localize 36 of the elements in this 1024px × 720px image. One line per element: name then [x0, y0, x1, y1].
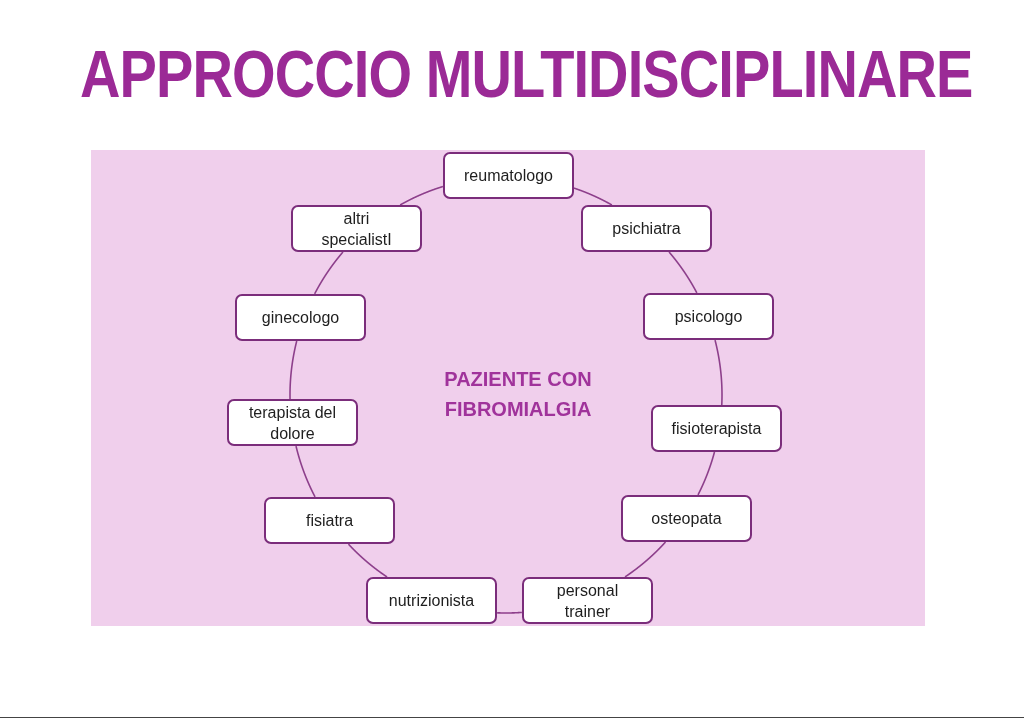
connector-line — [313, 251, 344, 295]
connector-line — [347, 543, 388, 578]
specialist-label: terapista del dolore — [247, 402, 338, 444]
specialist-box — [366, 577, 497, 624]
title: APPROCCIO MULTIDISCIPLINARE — [80, 40, 973, 108]
specialist-box — [522, 577, 653, 624]
specialist-label: nutrizionista — [387, 591, 476, 611]
specialist-box — [651, 405, 782, 452]
specialist-label: reumatologo — [463, 166, 554, 186]
connector-line — [295, 445, 316, 498]
center-label: PAZIENTE CON FIBROMIALGIA — [443, 367, 593, 422]
specialist-box — [264, 497, 395, 544]
connector-line — [697, 451, 716, 496]
connector-line — [573, 187, 613, 206]
connector-line — [714, 339, 723, 406]
specialist-box — [443, 152, 574, 199]
specialist-label: ginecologo — [260, 308, 341, 328]
specialist-box — [581, 205, 712, 252]
connector-line — [289, 340, 298, 400]
connector-line — [624, 541, 667, 578]
specialist-box — [643, 293, 774, 340]
specialist-box — [291, 205, 422, 252]
specialist-label: psicologo — [673, 307, 744, 327]
specialist-box — [235, 294, 366, 341]
panel-background — [91, 150, 925, 626]
specialist-label: fisioterapista — [670, 419, 763, 439]
connector-line — [496, 611, 523, 614]
connector-line — [668, 251, 698, 294]
specialist-label: osteopata — [650, 509, 723, 529]
specialist-label: psichiatra — [611, 219, 682, 239]
specialist-label: altri specialistI — [320, 208, 393, 250]
specialist-box — [621, 495, 752, 542]
specialist-label: personal trainer — [555, 580, 620, 622]
specialist-label: fisiatra — [304, 511, 355, 531]
connector-line — [399, 185, 444, 206]
specialist-box — [227, 399, 358, 446]
